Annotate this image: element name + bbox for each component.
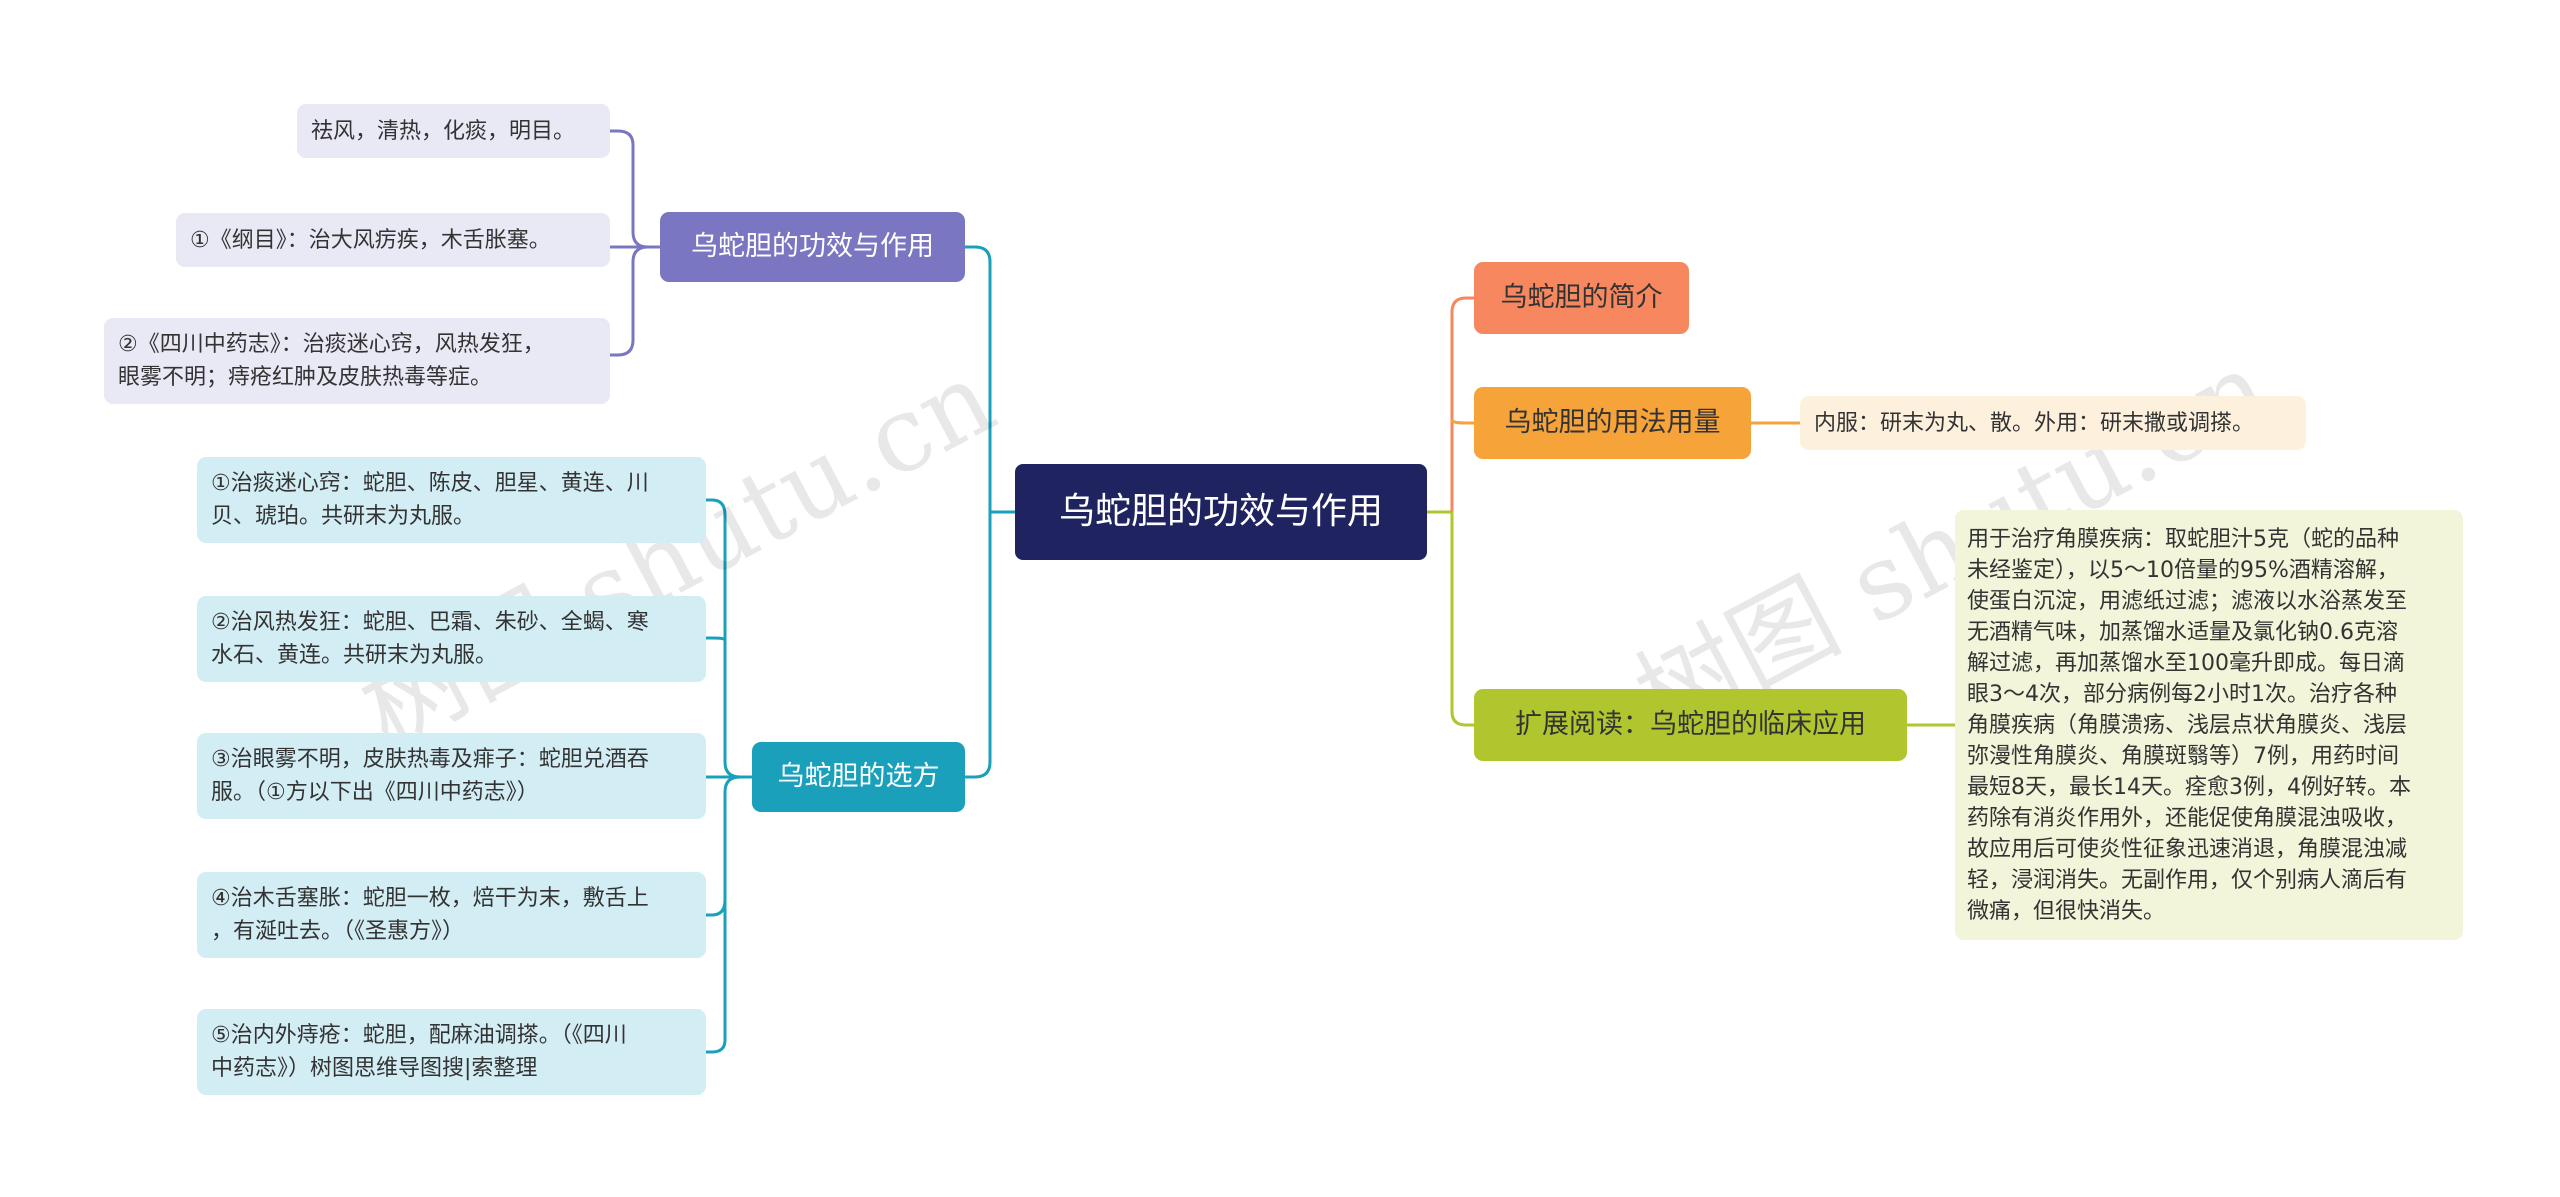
branch-efficacy-label: 乌蛇胆的功效与作用 [691, 230, 934, 262]
leaf-text-line: 贝、琥珀。共研末为丸服。 [211, 504, 476, 529]
prescription-leaf-2[interactable]: ②治风热发狂：蛇胆、巴霜、朱砂、全蝎、寒 水石、黄连。共研末为丸服。 [197, 596, 706, 682]
leaf-text-line: 无酒精气味，加蒸馏水适量及氯化钠0.6克溶 [1967, 619, 2398, 645]
leaf-text-line: 服。（①方以下出《四川中药志》） [211, 780, 539, 805]
leaf-text-line: 药除有消炎作用外，还能促使角膜混浊吸收， [1967, 805, 2408, 831]
leaf-text-line: 微痛，但很快消失。 [1967, 898, 2166, 924]
leaf-text-line: 内服：研末为丸、散。外用：研末撒或调搽。 [1814, 410, 2255, 436]
root-node[interactable]: 乌蛇胆的功效与作用 [1015, 464, 1427, 560]
efficacy-leaf-2[interactable]: ①《纲目》：治大风疠疾，木舌胀塞。 [176, 213, 610, 267]
leaf-text-line: 未经鉴定），以5～10倍量的95%酒精溶解， [1967, 557, 2399, 583]
efficacy-leaf-1[interactable]: 祛风，清热，化痰，明目。 [297, 104, 610, 158]
leaf-text-line: 祛风，清热，化痰，明目。 [311, 118, 576, 144]
branch-prescriptions[interactable]: 乌蛇胆的选方 [752, 742, 965, 812]
clinical-leaf[interactable]: 用于治疗角膜疾病：取蛇胆汁5克（蛇的品种 未经鉴定），以5～10倍量的95%酒精… [1955, 510, 2463, 940]
leaf-text-line: ②《四川中药志》：治痰迷心窍，风热发狂， [118, 332, 545, 357]
root-title: 乌蛇胆的功效与作用 [1058, 491, 1383, 533]
leaf-text-line: 角膜疾病（角膜溃疡、浅层点状角膜炎、浅层 [1967, 712, 2408, 738]
leaf-text-line: ①《纲目》：治大风疠疾，木舌胀塞。 [190, 227, 551, 253]
usage-leaf[interactable]: 内服：研末为丸、散。外用：研末撒或调搽。 [1800, 396, 2306, 450]
branch-intro-label: 乌蛇胆的简介 [1500, 281, 1663, 313]
branch-usage[interactable]: 乌蛇胆的用法用量 [1474, 387, 1751, 459]
branch-usage-label: 乌蛇胆的用法用量 [1504, 406, 1721, 438]
branch-efficacy[interactable]: 乌蛇胆的功效与作用 [660, 212, 965, 282]
leaf-text-line: ①治痰迷心窍：蛇胆、陈皮、胆星、黄连、川 [211, 471, 649, 496]
branch-clinical-label: 扩展阅读：乌蛇胆的临床应用 [1515, 708, 1866, 740]
leaf-text-line: 解过滤，再加蒸馏水至100毫升即成。每日滴 [1967, 650, 2405, 676]
leaf-text-line: 眼3～4次，部分病例每2小时1次。治疗各种 [1967, 681, 2397, 707]
leaf-text-line: 用于治疗角膜疾病：取蛇胆汁5克（蛇的品种 [1967, 526, 2399, 552]
leaf-text-line: 最短8天，最长14天。痊愈3例，4例好转。本 [1967, 774, 2411, 800]
leaf-text-line: ⑤治内外痔疮：蛇胆，配麻油调搽。（《四川 [211, 1023, 627, 1048]
branch-intro[interactable]: 乌蛇胆的简介 [1474, 262, 1689, 334]
leaf-text-line: 水石、黄连。共研末为丸服。 [211, 643, 498, 668]
leaf-text-line: 使蛋白沉淀，用滤纸过滤；滤液以水浴蒸发至 [1967, 588, 2408, 614]
branch-clinical[interactable]: 扩展阅读：乌蛇胆的临床应用 [1474, 689, 1907, 761]
leaf-text-line: ③治眼雾不明，皮肤热毒及痱子：蛇胆兑酒吞 [211, 747, 649, 772]
leaf-text-line: 中药志》）树图思维导图搜|索整理 [211, 1056, 538, 1081]
leaf-text-line: 轻，浸润消失。无副作用，仅个别病人滴后有 [1967, 867, 2408, 893]
leaf-text-line: 弥漫性角膜炎、角膜斑翳等）7例，用药时间 [1967, 743, 2399, 769]
branch-prescriptions-label: 乌蛇胆的选方 [777, 760, 940, 792]
prescription-leaf-4[interactable]: ④治木舌塞胀：蛇胆一枚，焙干为末，敷舌上 ，有涎吐去。（《圣惠方》） [197, 872, 706, 958]
leaf-text-line: 故应用后可使炎性征象迅速消退，角膜混浊减 [1967, 836, 2408, 862]
efficacy-leaf-3[interactable]: ②《四川中药志》：治痰迷心窍，风热发狂， 眼雾不明；痔疮红肿及皮肤热毒等症。 [104, 318, 610, 404]
leaf-text-line: ，有涎吐去。（《圣惠方》） [211, 919, 465, 944]
prescription-leaf-5[interactable]: ⑤治内外痔疮：蛇胆，配麻油调搽。（《四川 中药志》）树图思维导图搜|索整理 [197, 1009, 706, 1095]
prescription-leaf-3[interactable]: ③治眼雾不明，皮肤热毒及痱子：蛇胆兑酒吞 服。（①方以下出《四川中药志》） [197, 733, 706, 819]
prescription-leaf-1[interactable]: ①治痰迷心窍：蛇胆、陈皮、胆星、黄连、川 贝、琥珀。共研末为丸服。 [197, 457, 706, 543]
leaf-text-line: ②治风热发狂：蛇胆、巴霜、朱砂、全蝎、寒 [211, 610, 649, 635]
leaf-text-line: 眼雾不明；痔疮红肿及皮肤热毒等症。 [118, 365, 493, 390]
leaf-text-line: ④治木舌塞胀：蛇胆一枚，焙干为末，敷舌上 [211, 886, 649, 911]
